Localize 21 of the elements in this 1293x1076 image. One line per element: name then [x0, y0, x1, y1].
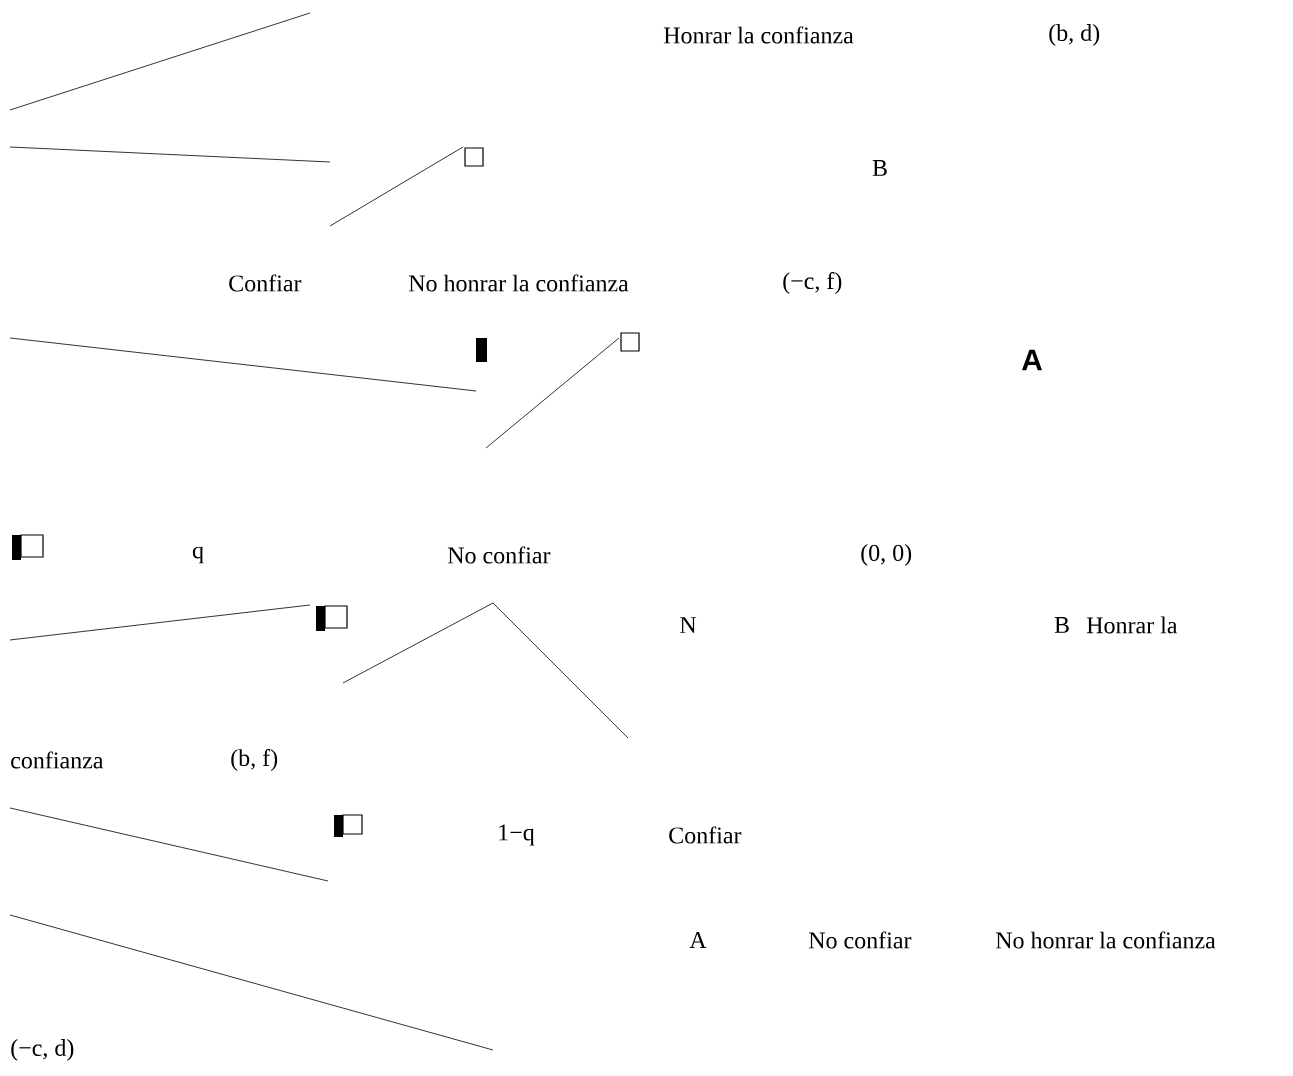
text-label: Confiar — [669, 826, 742, 844]
text-label: A — [689, 932, 707, 948]
text-label: B — [872, 160, 887, 176]
text-label: Honrar la confianza — [663, 26, 854, 44]
text-label: Honrar la — [1086, 616, 1178, 634]
text-label: (b, f) — [231, 749, 278, 771]
text-label: A — [1021, 349, 1043, 371]
text-label: (b, d) — [1049, 24, 1100, 46]
text-label: (0, 0) — [861, 544, 912, 566]
text-label: 1−q — [499, 824, 535, 846]
text-label: (−c, f) — [783, 272, 842, 294]
text-label: q — [192, 546, 204, 564]
text-label: No honrar la confianza — [995, 931, 1216, 949]
text-label: Confiar — [229, 274, 302, 292]
text-label: N — [680, 617, 697, 633]
text-label: No honrar la confianza — [408, 274, 629, 292]
text-label: No confiar — [808, 931, 912, 949]
text-label: (−c, d) — [11, 1039, 74, 1061]
text-label: confianza — [11, 751, 104, 769]
text-label: No confiar — [447, 546, 551, 564]
text-label: B — [1054, 617, 1069, 633]
